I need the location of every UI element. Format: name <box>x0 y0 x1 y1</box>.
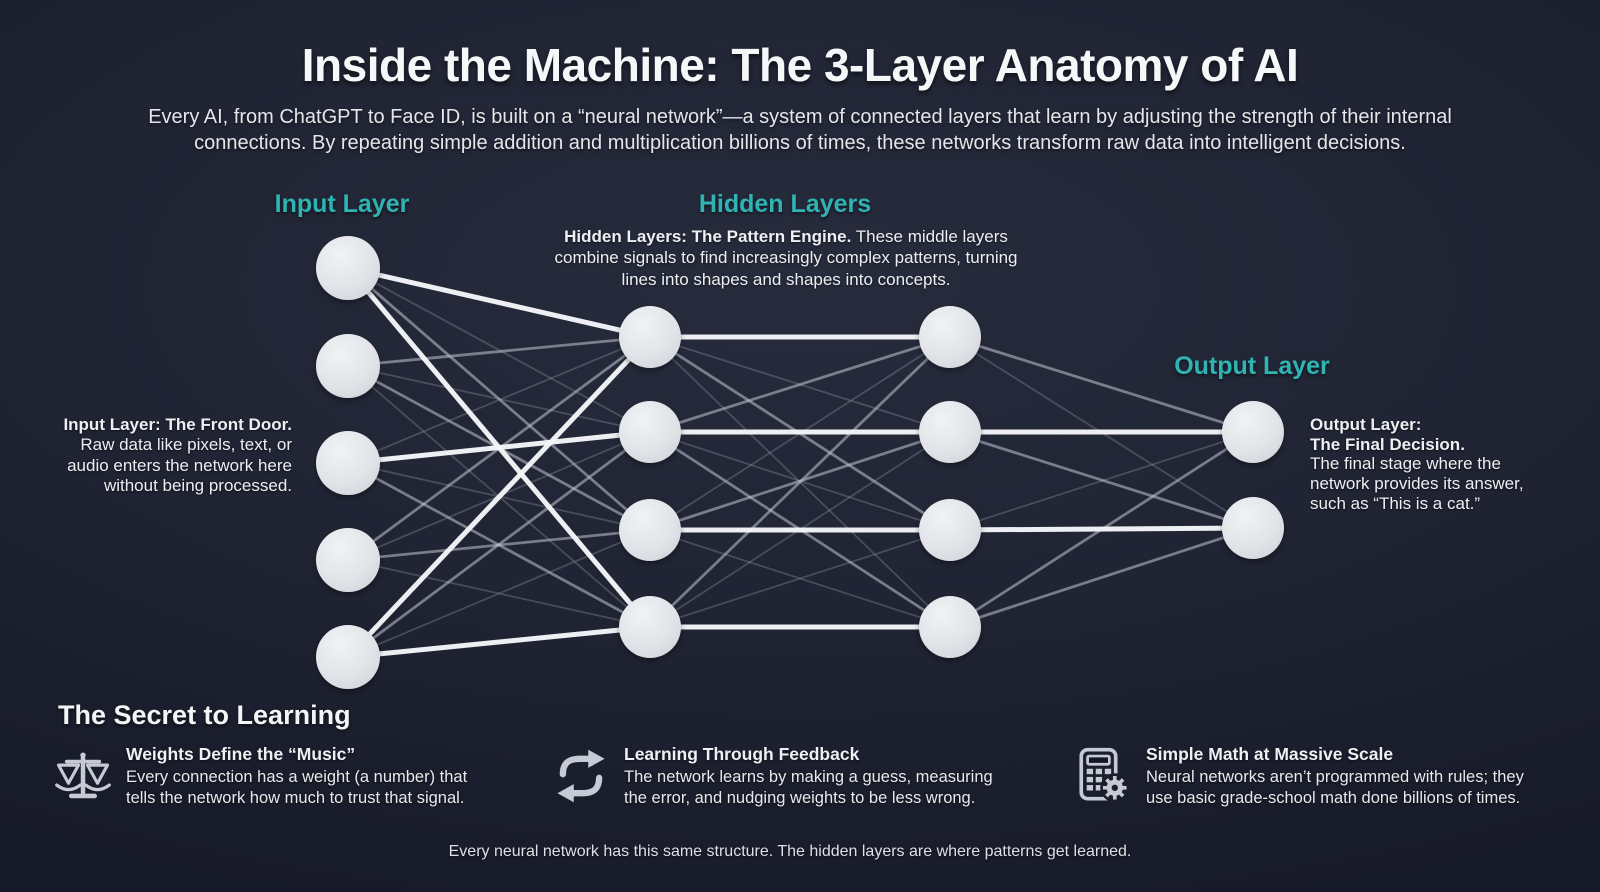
learning-item-text: Simple Math at Massive Scale Neural netw… <box>1146 744 1524 809</box>
output-description-body: The final stage where the network provid… <box>1310 454 1524 513</box>
connection-line <box>949 335 1254 434</box>
hidden2-node <box>919 306 981 368</box>
connection-line <box>346 335 652 659</box>
connection-line <box>347 624 651 660</box>
input-node <box>316 528 380 592</box>
hidden-layers-label: Hidden Layers <box>698 190 872 218</box>
connection-line <box>347 335 651 368</box>
hidden1-node <box>619 499 681 561</box>
input-node <box>316 236 380 300</box>
input-description-lead: Input Layer: The Front Door. <box>63 415 292 434</box>
learning-item-title: Learning Through Feedback <box>624 744 860 764</box>
connection-line <box>347 529 651 658</box>
learning-item-text: Weights Define the “Music” Every connect… <box>126 744 467 809</box>
hidden2-node <box>919 401 981 463</box>
learning-item-text: Learning Through Feedback The network le… <box>624 744 993 809</box>
output-layer-label: Output Layer <box>1174 352 1330 380</box>
hidden-description-lead: Hidden Layers: The Pattern Engine. <box>564 227 852 246</box>
connection-line <box>347 265 651 340</box>
hidden1-node <box>619 401 681 463</box>
footer-note: Every neural network has this same struc… <box>448 843 1132 860</box>
connection-line <box>949 526 1254 629</box>
learning-item-feedback: Learning Through Feedback The network le… <box>552 744 993 809</box>
learning-item-weights: Weights Define the “Music” Every connect… <box>54 744 467 809</box>
calculator-gear-icon <box>1074 745 1132 807</box>
page-subtitle: Every AI, from ChatGPT to Face ID, is bu… <box>148 106 1452 155</box>
learning-item-title: Weights Define the “Music” <box>126 744 356 764</box>
output-node <box>1222 401 1284 463</box>
connection-line <box>347 430 651 659</box>
connection-line <box>949 430 1254 530</box>
page-title: Inside the Machine: The 3-Layer Anatomy … <box>301 39 1299 91</box>
learning-item-title: Simple Math at Massive Scale <box>1146 744 1394 764</box>
connection-line <box>347 429 651 466</box>
balance-scale-icon <box>54 745 112 807</box>
connection-line <box>347 266 651 532</box>
connection-line <box>347 559 651 628</box>
learning-item-body: The network learns by making a guess, me… <box>624 768 993 807</box>
connection-line <box>949 525 1254 533</box>
input-layer-description: Input Layer: The Front Door. Raw data li… <box>40 415 292 497</box>
hidden-description-body: These middle layers combine signals to f… <box>554 227 1018 289</box>
output-description-lead1: Output Layer: <box>1310 415 1422 434</box>
learning-item-body: Neural networks aren’t programmed with r… <box>1146 768 1524 807</box>
input-node <box>316 334 380 398</box>
input-node <box>316 625 380 689</box>
hidden2-node <box>919 596 981 658</box>
connection-line <box>347 267 651 433</box>
input-layer-label: Input Layer <box>274 190 410 218</box>
hidden-layers-description: Hidden Layers: The Pattern Engine. These… <box>550 226 1022 290</box>
learning-item-body: Every connection has a weight (a number)… <box>126 768 468 807</box>
output-node <box>1222 497 1284 559</box>
hidden1-node <box>619 306 681 368</box>
learning-section-heading: The Secret to Learning <box>58 700 351 730</box>
output-description-lead2: The Final Decision. <box>1310 434 1465 454</box>
input-description-body: Raw data like pixels, text, or audio ent… <box>67 435 292 496</box>
learning-item-math: Simple Math at Massive Scale Neural netw… <box>1074 744 1524 809</box>
connection-line <box>649 335 951 629</box>
connection-line <box>649 529 951 628</box>
connection-line <box>649 335 951 434</box>
output-layer-description: Output Layer: The Final Decision. The fi… <box>1310 415 1570 514</box>
cycle-arrows-icon <box>552 745 610 807</box>
hidden2-node <box>919 499 981 561</box>
hidden1-node <box>619 596 681 658</box>
input-node <box>316 431 380 495</box>
connection-line <box>649 529 951 628</box>
